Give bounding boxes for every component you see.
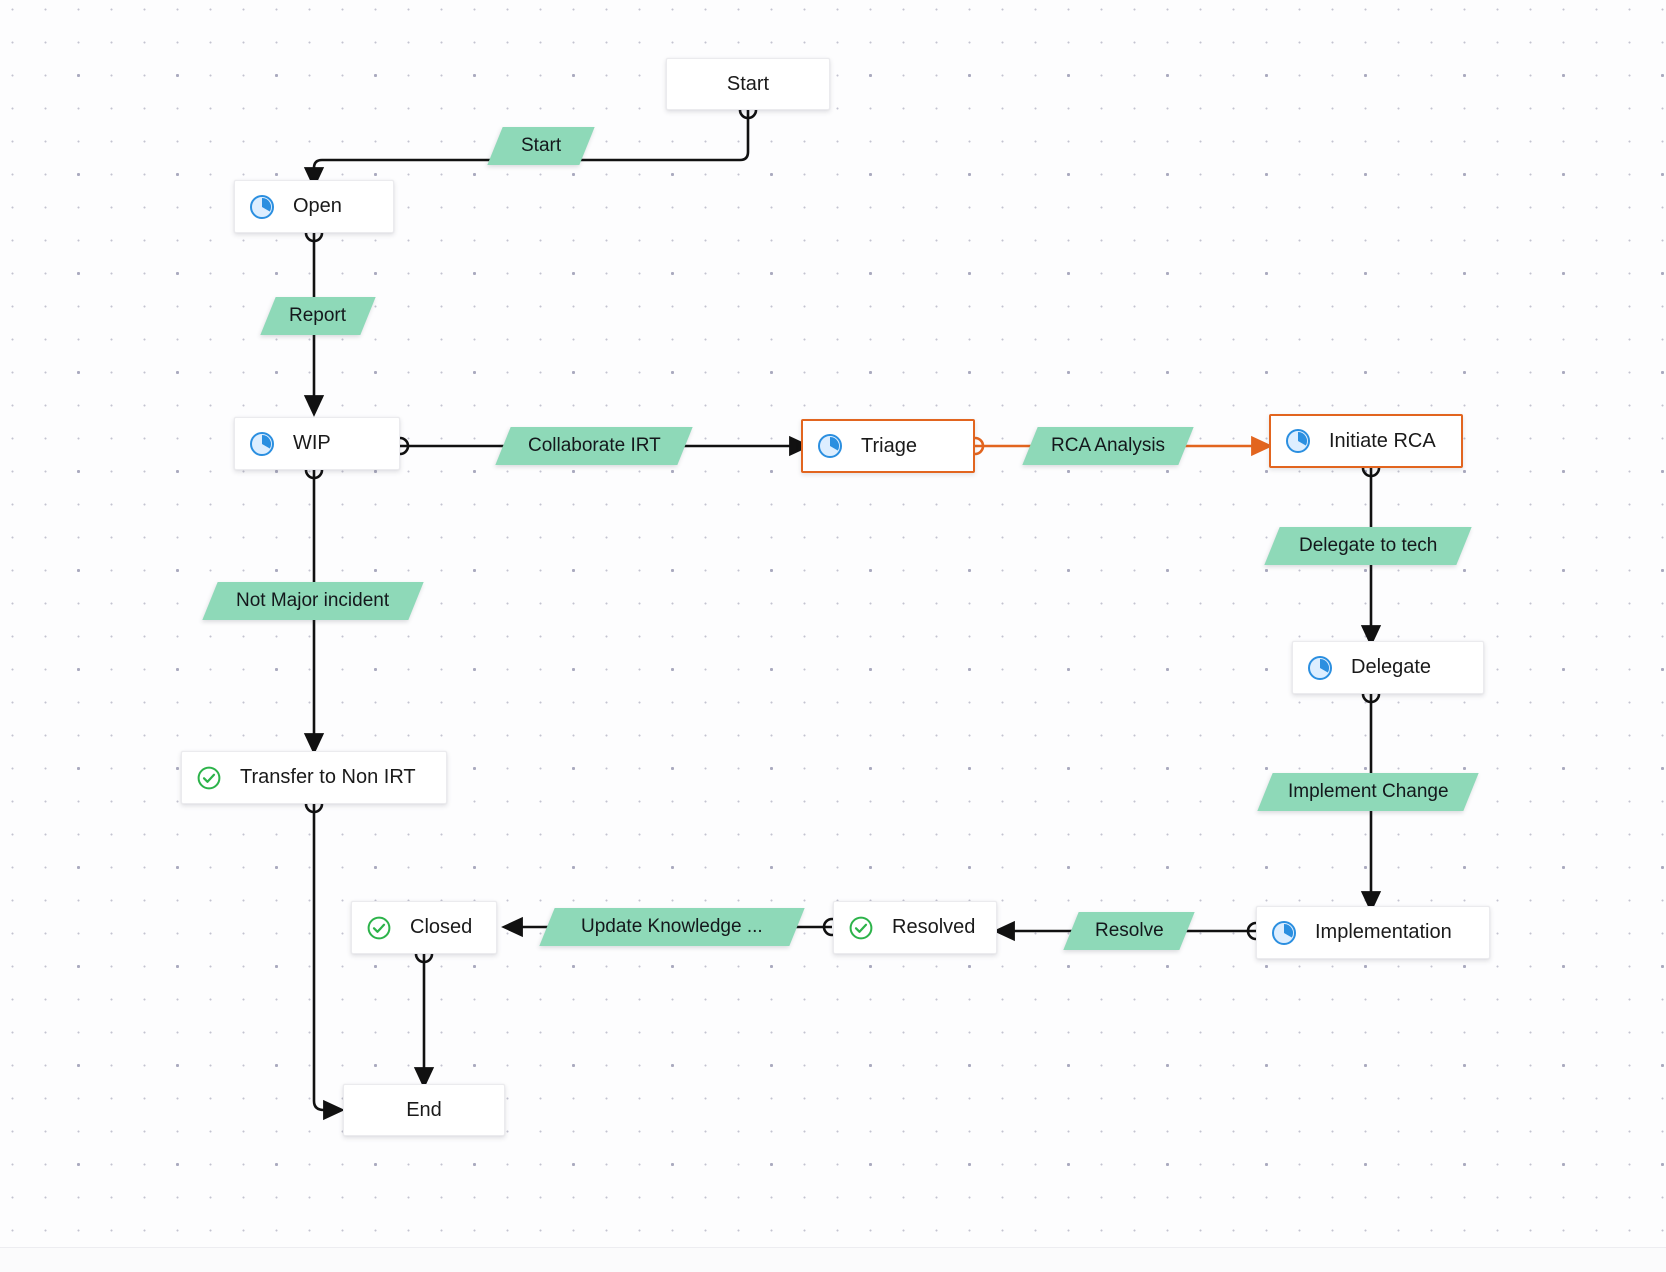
clock-pie-icon bbox=[250, 194, 274, 219]
check-circle-icon bbox=[849, 916, 873, 939]
clock-pie-icon bbox=[1272, 920, 1296, 945]
node-closed[interactable]: Closed bbox=[351, 901, 497, 954]
node-end-label: End bbox=[406, 1098, 442, 1121]
node-resolved[interactable]: Resolved bbox=[833, 901, 997, 954]
clock-pie-icon bbox=[250, 431, 274, 456]
node-start-label: Start bbox=[726, 72, 770, 95]
edge-label-rca-analysis[interactable]: RCA Analysis bbox=[1022, 427, 1194, 465]
node-initiate-rca-label: Initiate RCA bbox=[1329, 429, 1436, 452]
node-closed-label: Closed bbox=[410, 916, 473, 938]
edge-label-update-knowledge[interactable]: Update Knowledge ... bbox=[539, 908, 805, 946]
node-implementation[interactable]: Implementation bbox=[1256, 906, 1490, 959]
edge-label-resolve[interactable]: Resolve bbox=[1063, 912, 1195, 950]
node-resolved-label: Resolved bbox=[892, 916, 976, 938]
node-delegate[interactable]: Delegate bbox=[1292, 641, 1484, 694]
node-open[interactable]: Open bbox=[234, 180, 394, 233]
node-transfer-to-non-irt-label: Transfer to Non IRT bbox=[240, 766, 416, 788]
clock-pie-icon bbox=[1308, 655, 1332, 680]
edge-label-not-major-incident[interactable]: Not Major incident bbox=[202, 582, 424, 620]
clock-pie-icon bbox=[1286, 429, 1310, 453]
edge-label-report[interactable]: Report bbox=[260, 297, 376, 335]
clock-pie-icon bbox=[818, 434, 842, 458]
node-wip[interactable]: WIP bbox=[234, 417, 400, 470]
node-wip-label: WIP bbox=[293, 432, 331, 454]
node-implementation-label: Implementation bbox=[1315, 921, 1452, 943]
node-open-label: Open bbox=[293, 195, 342, 217]
canvas-bottom-band bbox=[0, 1247, 1666, 1272]
node-triage[interactable]: Triage bbox=[801, 419, 975, 473]
node-end[interactable]: End bbox=[343, 1084, 505, 1136]
check-circle-icon bbox=[367, 916, 391, 939]
edge-label-collaborate-irt[interactable]: Collaborate IRT bbox=[495, 427, 693, 465]
node-triage-label: Triage bbox=[861, 434, 917, 457]
node-transfer-to-non-irt[interactable]: Transfer to Non IRT bbox=[181, 751, 447, 804]
edge-label-start[interactable]: Start bbox=[487, 127, 595, 165]
node-delegate-label: Delegate bbox=[1351, 656, 1432, 678]
edge-label-delegate-to-tech[interactable]: Delegate to tech bbox=[1264, 527, 1472, 565]
node-start[interactable]: Start bbox=[666, 58, 830, 110]
check-circle-icon bbox=[197, 766, 221, 789]
edge-label-implement-change[interactable]: Implement Change bbox=[1257, 773, 1479, 811]
node-initiate-rca[interactable]: Initiate RCA bbox=[1269, 414, 1463, 468]
